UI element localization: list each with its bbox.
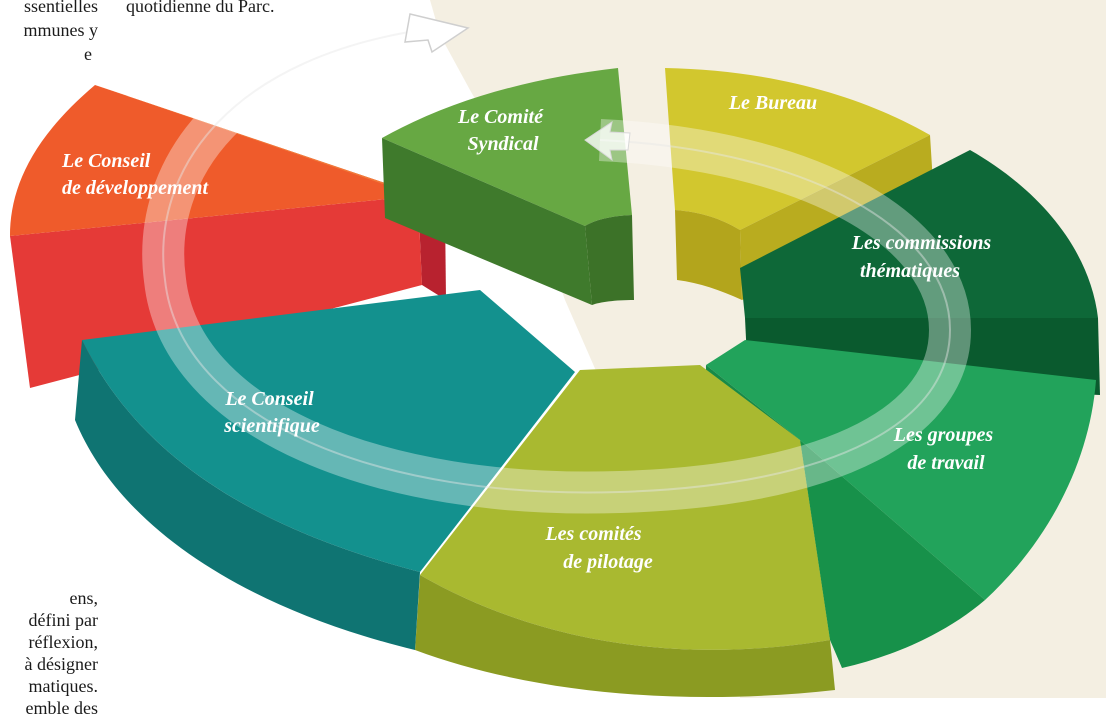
- label-groupes: Les groupes de travail: [893, 424, 998, 474]
- label-comite-syndical-line2: Syndical: [467, 133, 539, 155]
- segment-conseil-scientifique: [75, 290, 575, 650]
- label-commissions: Les commissions thématiques: [851, 232, 996, 282]
- label-groupes-line2: de travail: [907, 452, 985, 474]
- circular-arrow: [142, 7, 972, 514]
- text-bottom-left-line3: réflexion,: [28, 632, 98, 652]
- text-top-left-line1: ssentielles: [24, 0, 98, 16]
- label-comites-pilotage-line2: de pilotage: [563, 551, 653, 573]
- label-conseil-developpement-line1: Le Conseil: [61, 150, 151, 172]
- organization-diagram: Le Comité Syndical Le Bureau Les commiss…: [10, 0, 1106, 718]
- label-comite-syndical-line1: Le Comité: [457, 106, 544, 128]
- arrow-head-inner: [584, 120, 631, 162]
- text-bottom-left-line2: défini par: [28, 610, 98, 630]
- text-top-center: quotidienne du Parc.: [126, 0, 275, 16]
- label-comites-pilotage-line1: Les comités: [544, 523, 641, 545]
- label-comites-pilotage: Les comités de pilotage: [544, 523, 652, 573]
- text-bottom-left-line5: matiques.: [28, 676, 99, 696]
- label-commissions-line2: thématiques: [860, 260, 960, 282]
- label-bureau-line1: Le Bureau: [728, 92, 817, 114]
- text-bottom-left-line1: ens,: [69, 588, 99, 608]
- text-bottom-left-line6: emble des: [25, 698, 98, 718]
- text-bottom-left-line4: à désigner: [24, 654, 98, 674]
- segment-comites-pilotage: [415, 365, 835, 698]
- label-conseil-developpement-line2: de développement: [62, 177, 209, 199]
- segment-comite-syndical: [382, 68, 634, 305]
- diagram-canvas: Le Comité Syndical Le Bureau Les commiss…: [10, 0, 1106, 698]
- label-bureau: Le Bureau: [728, 92, 817, 114]
- label-conseil-developpement: Le Conseil de développement: [61, 150, 209, 199]
- text-top-left-line3: e: [84, 44, 92, 64]
- label-conseil-scientifique-line2: scientifique: [223, 415, 320, 437]
- label-conseil-scientifique-line1: Le Conseil: [224, 388, 314, 410]
- arrow-head-top: [404, 13, 470, 54]
- label-commissions-line1: Les commissions: [851, 232, 992, 254]
- label-groupes-line1: Les groupes: [893, 424, 994, 446]
- label-comite-syndical: Le Comité Syndical: [457, 106, 548, 155]
- text-top-left-line2: mmunes y: [23, 20, 99, 40]
- label-conseil-scientifique: Le Conseil scientifique: [223, 388, 320, 437]
